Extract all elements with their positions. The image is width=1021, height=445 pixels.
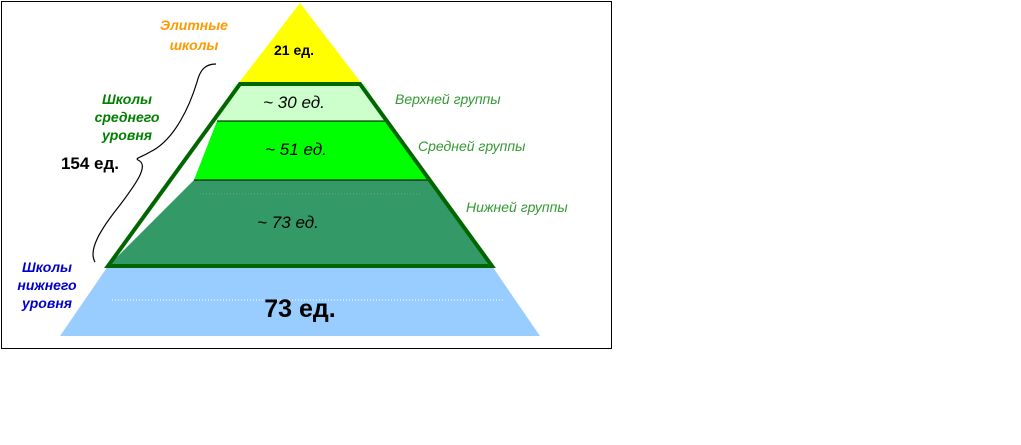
bottom-label-line1: Школы: [22, 259, 72, 275]
middle-tier-outline: [104, 82, 496, 268]
elite-label-line1: Элитные: [160, 17, 228, 33]
middle-label-line1: Школы: [102, 91, 152, 107]
middle-total-count: 154 ед.: [61, 154, 119, 173]
elite-count: 21 ед.: [274, 42, 314, 58]
bottom-tier-count: 73 ед.: [264, 295, 335, 323]
middle-group-shape: [194, 121, 428, 180]
lower-group-count: ~ 73 ед.: [257, 213, 319, 232]
bottom-label-line2: нижнего: [17, 277, 77, 293]
bottom-tier-shape: [60, 266, 540, 336]
middle-tier-brace: [92, 63, 217, 263]
elite-tier-shape: [238, 3, 362, 84]
elite-label-line2: школы: [170, 37, 219, 53]
middle-group-label: Средней группы: [418, 138, 526, 154]
bottom-label-line3: уровня: [21, 295, 72, 311]
lower-group-shape: [108, 180, 492, 266]
middle-label-line3: уровня: [101, 127, 152, 143]
upper-group-count: ~ 30 ед.: [263, 93, 325, 112]
upper-group-shape: [217, 84, 385, 121]
middle-group-count: ~ 51 ед.: [265, 140, 327, 159]
upper-group-label: Верхней группы: [395, 91, 501, 107]
lower-group-label: Нижней группы: [466, 199, 568, 215]
middle-label-line2: среднего: [95, 109, 160, 125]
